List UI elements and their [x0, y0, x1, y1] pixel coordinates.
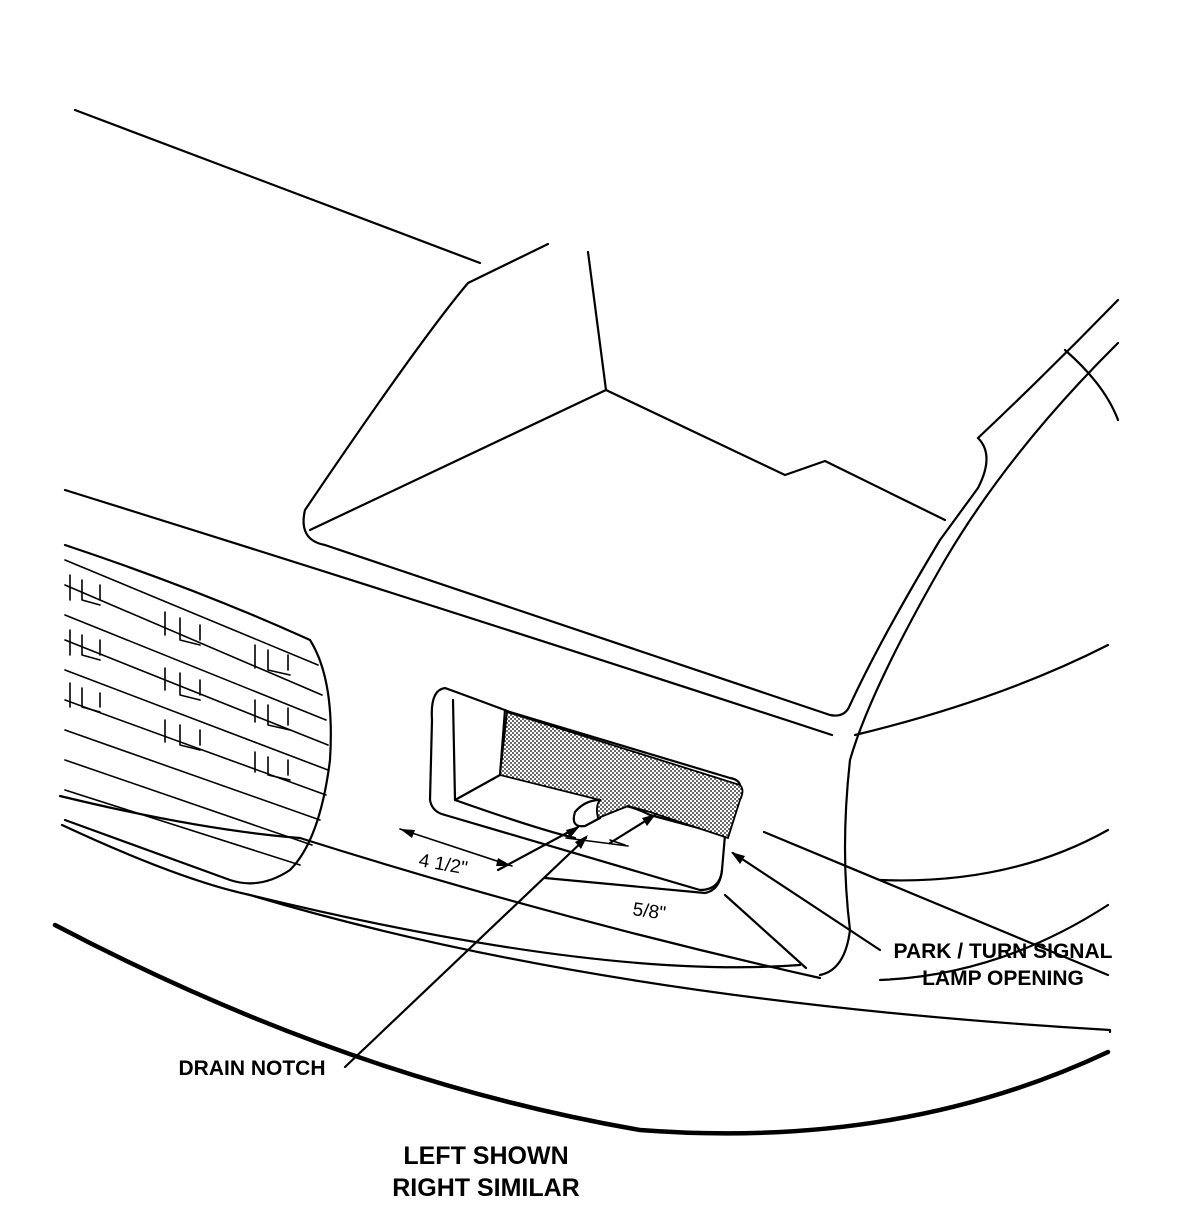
grille — [63, 543, 332, 885]
drain-notch-label: DRAIN NOTCH — [179, 1057, 326, 1080]
park-turn-label-line2: LAMP OPENING — [922, 967, 1084, 990]
leader-lines — [343, 813, 882, 1069]
caption-line1: LEFT SHOWN — [403, 1142, 568, 1170]
dim-notch-label: 5/8" — [631, 899, 667, 924]
hood-outline — [73, 108, 1120, 982]
park-turn-label-line1: PARK / TURN SIGNAL — [894, 940, 1113, 963]
fascia-contours — [52, 488, 1112, 1136]
dimension-lines — [399, 828, 629, 867]
lamp-opening — [428, 686, 744, 895]
caption-line2: RIGHT SIMILAR — [392, 1174, 580, 1202]
